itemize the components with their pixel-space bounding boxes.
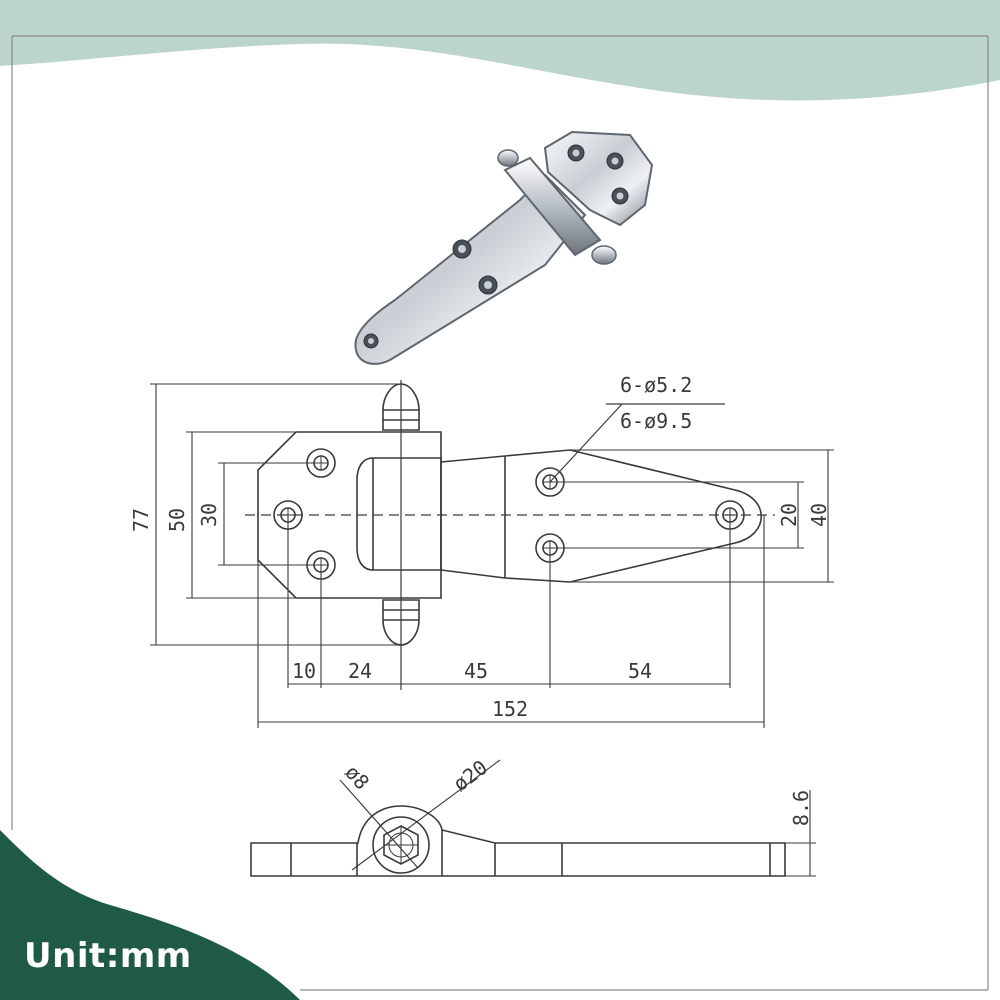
left-dimensions <box>150 383 401 646</box>
top-banner-wave <box>0 0 1000 101</box>
mounting-holes <box>273 448 745 580</box>
dim-45: 45 <box>464 659 488 683</box>
dim-77: 77 <box>129 508 153 532</box>
dim-thickness: 8.6 <box>789 790 813 826</box>
bottom-dimensions <box>257 515 765 728</box>
long-leaf-outline <box>440 449 762 583</box>
dim-24: 24 <box>348 659 372 683</box>
dim-30: 30 <box>197 503 221 527</box>
dim-20: 20 <box>777 503 801 527</box>
dim-pin-diameter: ø8 <box>340 760 374 794</box>
dim-40: 40 <box>807 503 831 527</box>
callout-small-holes: 6-ø5.2 <box>620 373 692 397</box>
dim-50: 50 <box>165 508 189 532</box>
dim-152: 152 <box>492 697 528 721</box>
barrel-outline <box>356 457 442 571</box>
dim-knuckle-diameter: ø20 <box>449 755 492 796</box>
side-view-drawing <box>250 759 816 877</box>
dim-10: 10 <box>292 659 316 683</box>
unit-label: Unit:mm <box>24 936 192 976</box>
dim-54: 54 <box>628 659 652 683</box>
top-view-drawing <box>150 380 834 728</box>
hole-callout-leader <box>549 403 725 483</box>
unit-corner-badge <box>0 830 300 1000</box>
stainless-steel-hinge-photo <box>354 130 654 365</box>
callout-large-holes: 6-ø9.5 <box>620 409 692 433</box>
right-dimensions <box>550 449 834 583</box>
